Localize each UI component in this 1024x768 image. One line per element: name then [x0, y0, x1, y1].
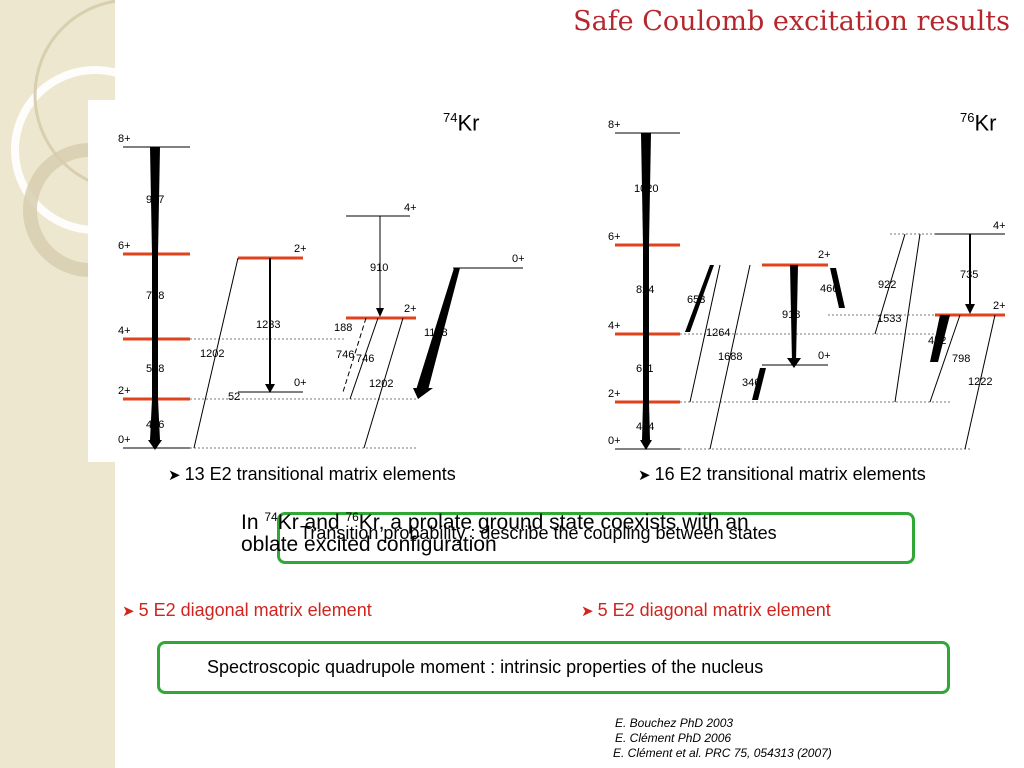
- kr76-transition-346: 346: [742, 377, 760, 389]
- kr74-level-8: 8+: [118, 133, 131, 145]
- kr74-level-4: 4+: [118, 325, 131, 337]
- kr74-transition-910: 910: [370, 262, 388, 274]
- kr76-scheme-svg: 8+ 6+ 4+ 2+ 0+ 2+ 0+ 4+ 2+ 1020 824 611 …: [608, 119, 1006, 450]
- kr76-transition-1020: 1020: [634, 183, 658, 195]
- kr74-mass: 74: [443, 110, 458, 125]
- kr74-label: 74Kr: [443, 110, 479, 136]
- reference-item: E. Clément et al. PRC 75, 054313 (2007): [613, 746, 832, 760]
- bullet-arrow-icon: ➤: [638, 467, 651, 484]
- kr76-transition-452: 452: [928, 335, 946, 347]
- kr76-level-4g: 4+: [993, 220, 1006, 232]
- kr76-matrix-text: 16 E2 transitional matrix elements: [654, 464, 926, 484]
- kr76-transition-1688: 1688: [718, 351, 742, 363]
- kr74-level-0c: 0+: [512, 253, 525, 265]
- kr76-transition-653: 653: [687, 294, 705, 306]
- kr76-transition-918: 918: [782, 309, 800, 321]
- kr74-level-2g: 2+: [404, 303, 417, 315]
- kr76-level-scheme: 76Kr: [590, 100, 1018, 462]
- statement-line-1: In 74Kr and 76Kr, a prolate ground state…: [241, 506, 749, 534]
- kr74-transition-746a: 746: [336, 349, 354, 361]
- kr74-level-2b: 2+: [294, 243, 307, 255]
- kr74-level-0b: 0+: [294, 377, 307, 389]
- kr74-level-scheme: 74Kr 8+ 6+ 4+: [88, 100, 528, 462]
- statement-part3: Kr, a prolate ground state coexists with…: [358, 511, 749, 534]
- kr74-level-4g: 4+: [404, 202, 417, 214]
- kr76-transition-611: 611: [636, 363, 654, 375]
- coexistence-statement: In 74Kr and 76Kr, a prolate ground state…: [241, 506, 749, 556]
- kr74-transition-967: 967: [146, 194, 164, 206]
- kr74-transition-1198: 1198: [424, 327, 448, 339]
- kr76-transition-922: 922: [878, 279, 896, 291]
- kr76-transition-735: 735: [960, 269, 978, 281]
- kr74-diagonal-text: 5 E2 diagonal matrix element: [138, 600, 372, 620]
- kr74-transition-188: 188: [334, 322, 352, 334]
- bullet-arrow-icon: ➤: [168, 467, 181, 484]
- kr76-mass: 76: [960, 110, 975, 125]
- quadrupole-moment-box: [157, 641, 950, 694]
- kr76-transition-1222: 1222: [968, 376, 992, 388]
- kr76-level-0: 0+: [608, 435, 621, 447]
- kr76-matrix-bullet: ➤16 E2 transitional matrix elements: [638, 464, 926, 485]
- kr76-level-8: 8+: [608, 119, 621, 131]
- kr74-transition-1233: 1233: [256, 319, 280, 331]
- kr74-transition-1202a: 1202: [200, 348, 224, 360]
- kr74-level-2: 2+: [118, 385, 131, 397]
- transition-probability-text: Transition probability : describe the co…: [300, 523, 777, 543]
- kr76-transition-798: 798: [952, 353, 970, 365]
- kr74-transition-768: 768: [146, 290, 164, 302]
- bullet-arrow-icon: ➤: [581, 603, 594, 620]
- statement-sup2: 76: [345, 510, 359, 524]
- kr76-transition-466: 466: [820, 283, 838, 295]
- bullet-arrow-icon: ➤: [122, 603, 135, 620]
- kr76-level-4: 4+: [608, 320, 621, 332]
- transition-probability-box: [277, 512, 915, 564]
- kr74-scheme-svg: 8+ 6+ 4+ 2+ 0+ 2+ 0+ 4+ 2+ 0+ 967 768 55…: [118, 133, 525, 450]
- kr74-transition-52: 52: [228, 391, 240, 403]
- kr74-diagonal-bullet: ➤5 E2 diagonal matrix element: [122, 600, 372, 621]
- kr76-diagonal-bullet: ➤5 E2 diagonal matrix element: [581, 600, 831, 621]
- kr74-element: Kr: [457, 110, 480, 136]
- kr76-level-2b: 2+: [818, 249, 831, 261]
- references: E. Bouchez PhD 2003 E. Clément PhD 2006 …: [613, 716, 832, 761]
- statement-sup1: 74: [264, 510, 278, 524]
- statement-part2: Kr and: [277, 511, 346, 534]
- statement-part1: In: [241, 511, 265, 534]
- slide-title: Safe Coulomb excitation results: [573, 6, 1010, 37]
- quadrupole-moment-text: Spectroscopic quadrupole moment : intrin…: [207, 657, 764, 677]
- statement-line-2: oblate excited configuration: [241, 533, 497, 556]
- kr74-transition-456: 456: [146, 419, 164, 431]
- reference-item: E. Clément PhD 2006: [615, 731, 732, 745]
- kr74-transition-1202b: 1202: [369, 378, 393, 390]
- kr76-level-2: 2+: [608, 388, 621, 400]
- kr76-label: 76Kr: [960, 110, 996, 136]
- kr74-level-0: 0+: [118, 434, 131, 446]
- kr74-matrix-text: 13 E2 transitional matrix elements: [184, 464, 456, 484]
- kr74-transition-746b: 746: [356, 353, 374, 365]
- kr76-level-6: 6+: [608, 231, 621, 243]
- kr74-transition-558: 558: [146, 363, 164, 375]
- reference-item: E. Bouchez PhD 2003: [615, 716, 734, 730]
- kr76-transition-1533: 1533: [877, 313, 901, 325]
- kr74-matrix-bullet: ➤13 E2 transitional matrix elements: [168, 464, 456, 485]
- kr76-transition-1264: 1264: [706, 327, 730, 339]
- kr76-diagonal-text: 5 E2 diagonal matrix element: [597, 600, 831, 620]
- kr74-level-6: 6+: [118, 240, 131, 252]
- kr76-level-0b: 0+: [818, 350, 831, 362]
- kr76-level-2g: 2+: [993, 300, 1006, 312]
- kr76-transition-824: 824: [636, 284, 654, 296]
- kr76-transition-424: 424: [636, 421, 654, 433]
- kr76-element: Kr: [974, 110, 997, 136]
